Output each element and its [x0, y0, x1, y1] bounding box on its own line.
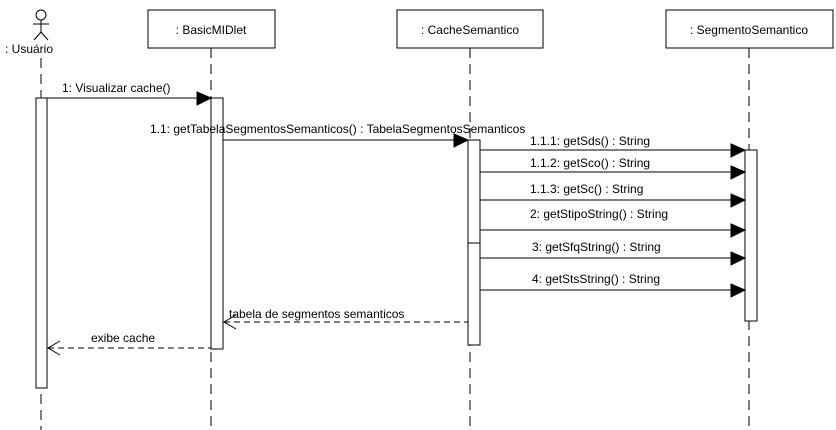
- open-arrowhead-icon: [47, 340, 61, 356]
- arrowhead-icon: [730, 223, 747, 238]
- message-label: 1.1: getTabelaSegmentosSemanticos() : Ta…: [150, 122, 525, 136]
- actor-usuario: : Usuário: [5, 9, 53, 56]
- message-label: 3: getSfqString() : String: [532, 240, 661, 254]
- message-label: 1.1.2: getSco() : String: [530, 156, 650, 170]
- actor-label: : Usuário: [5, 42, 53, 56]
- message-label: 1.1.3: getSc() : String: [530, 182, 643, 196]
- participant-label: : CacheSemantico: [421, 23, 519, 37]
- arrowhead-icon: [196, 91, 213, 106]
- message-label: 2: getStipoString() : String: [530, 207, 668, 221]
- arrowhead-icon: [730, 193, 747, 208]
- activation-basicmidlet: [210, 97, 224, 350]
- message-label: exibe cache: [91, 331, 155, 345]
- message-get-sco: 1.1.2: getSco() : String: [480, 156, 747, 180]
- arrowhead-icon: [730, 283, 747, 298]
- participant-label: : SegmentoSemantico: [690, 23, 808, 37]
- arrowhead-icon: [730, 165, 747, 180]
- open-arrowhead-icon: [223, 314, 237, 330]
- message-label: 1: Visualizar cache(): [62, 81, 171, 95]
- participant-basicmidlet: : BasicMIDlet: [147, 9, 276, 49]
- message-get-sfq-string: 3: getSfqString() : String: [480, 240, 747, 266]
- activation-segmentosemantico: [744, 149, 758, 322]
- participant-segmentosemantico: : SegmentoSemantico: [665, 9, 834, 49]
- message-visualizar-cache: 1: Visualizar cache(): [47, 81, 213, 106]
- message-get-sds: 1.1.1: getSds() : String: [480, 134, 747, 158]
- arrowhead-icon: [453, 133, 470, 148]
- message-label: 1.1.1: getSds() : String: [530, 134, 650, 148]
- participant-cachesemantico: : CacheSemantico: [396, 9, 544, 49]
- message-label: tabela de segmentos semanticos: [229, 307, 404, 321]
- participant-label: : BasicMIDlet: [176, 23, 247, 37]
- return-tabela-segmentos: tabela de segmentos semanticos: [223, 307, 468, 330]
- arrowhead-icon: [730, 143, 747, 158]
- message-label: 4: getStsString() : String: [532, 272, 660, 286]
- message-get-stipo-string: 2: getStipoString() : String: [480, 207, 747, 238]
- message-get-sts-string: 4: getStsString() : String: [480, 272, 747, 298]
- return-exibe-cache: exibe cache: [47, 331, 211, 356]
- message-get-sc: 1.1.3: getSc() : String: [480, 182, 747, 208]
- stick-figure-icon: [33, 9, 49, 41]
- arrowhead-icon: [730, 251, 747, 266]
- activation-usuario: [35, 97, 48, 389]
- message-get-tabela: 1.1: getTabelaSegmentosSemanticos() : Ta…: [150, 122, 525, 148]
